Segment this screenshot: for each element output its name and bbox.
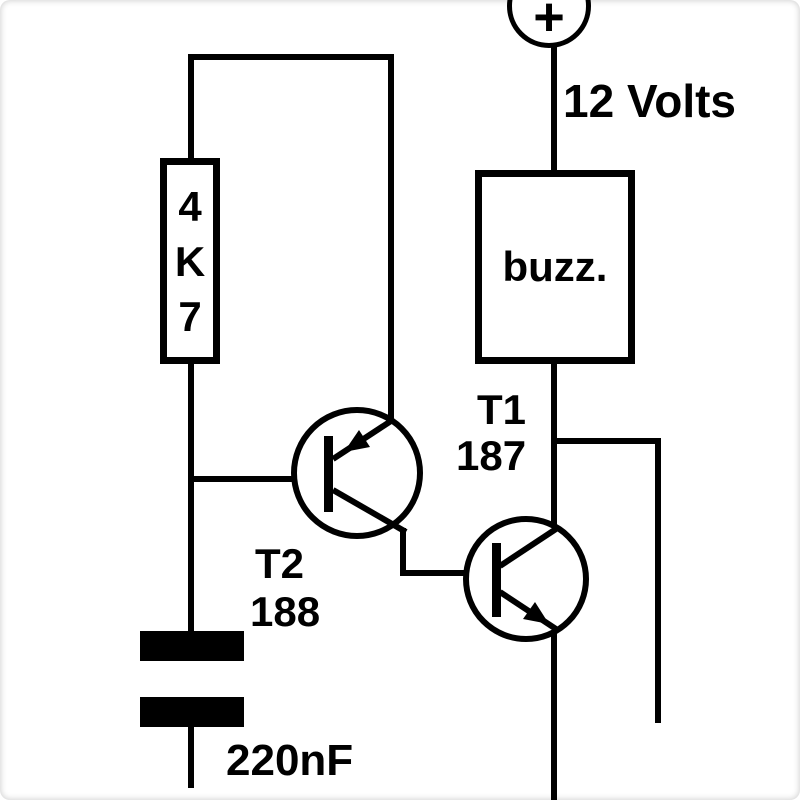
resistor: 4 K 7 xyxy=(160,158,220,364)
voltage-label: 12 Volts xyxy=(563,75,736,127)
wire-cap-bottom xyxy=(188,727,194,788)
t1-part-label: 187 xyxy=(456,432,527,479)
wire-t2-base xyxy=(188,476,328,482)
transistor-t1-base-bar xyxy=(492,543,501,617)
capacitor-plate-bottom xyxy=(140,697,244,727)
wire-t2-collector xyxy=(388,54,394,424)
wire-left-drop xyxy=(188,54,194,160)
plus-icon: + xyxy=(533,0,565,47)
buzzer-box: buzz. xyxy=(475,170,635,364)
buzzer-label: buzz. xyxy=(502,243,608,290)
wire-buzzer-to-t1 xyxy=(551,360,557,532)
resistor-label-line1: 4 xyxy=(178,182,202,230)
wire-top-rail xyxy=(188,54,392,60)
power-supply-symbol: + xyxy=(507,0,591,48)
capacitor-label: 220nF xyxy=(226,736,354,785)
t2-part-label: 188 xyxy=(250,588,321,635)
resistor-label-line3: 7 xyxy=(178,292,202,340)
transistor-t2-circle xyxy=(291,407,423,539)
wire-right-branch-v xyxy=(655,438,661,723)
wire-supply-drop xyxy=(551,40,557,172)
capacitor-plate-top xyxy=(140,631,244,661)
resistor-label-line2: K xyxy=(174,237,206,285)
transistor-t1-circle xyxy=(463,516,589,642)
wire-t2-to-t1-base xyxy=(400,570,498,576)
transistor-t2-base-bar xyxy=(324,436,333,512)
wire-t2-out-drop xyxy=(400,528,406,576)
wire-t1-emitter-drop xyxy=(551,626,557,800)
t1-name-label: T1 xyxy=(477,386,527,433)
t2-name-label: T2 xyxy=(255,540,305,587)
wire-right-branch-h xyxy=(551,438,661,444)
wire-left-mid xyxy=(188,363,194,633)
